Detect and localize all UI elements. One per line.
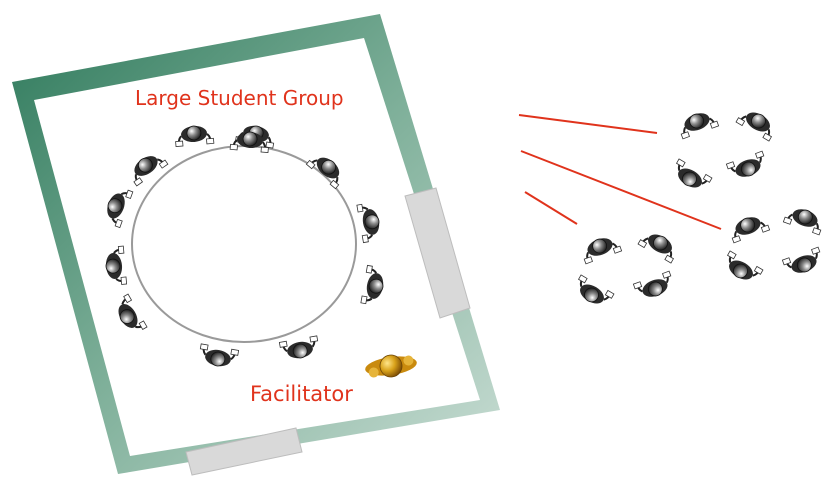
student-figure-icon (782, 202, 825, 236)
classroom-floorplan (12, 14, 500, 476)
small-group-left (570, 226, 682, 312)
room-floor (34, 38, 480, 456)
student-figure-icon (632, 270, 677, 304)
student-figure-icon (675, 106, 720, 140)
student-figure-icon (726, 210, 771, 244)
student-figure-icon (719, 249, 764, 288)
small-group-top (668, 104, 780, 196)
door-right (404, 187, 471, 319)
small-group-right (719, 202, 825, 288)
door-bottom (185, 427, 303, 476)
facilitator-label: Facilitator (250, 382, 353, 406)
connector-lines (518, 114, 722, 230)
student-figure-icon (578, 231, 623, 265)
student-figure-icon (570, 273, 615, 312)
small-groups (570, 104, 825, 312)
connector-line-right (520, 150, 722, 230)
facilitator-figure-icon (365, 354, 417, 378)
student-figure-icon (725, 150, 770, 184)
connector-line-top (518, 114, 658, 134)
student-figure-icon (781, 246, 825, 280)
connector-line-left (524, 191, 578, 225)
large-student-group-label: Large Student Group (135, 86, 344, 110)
student-figure-icon (637, 226, 682, 265)
student-figure-icon (668, 157, 713, 196)
student-figure-icon (735, 104, 780, 143)
